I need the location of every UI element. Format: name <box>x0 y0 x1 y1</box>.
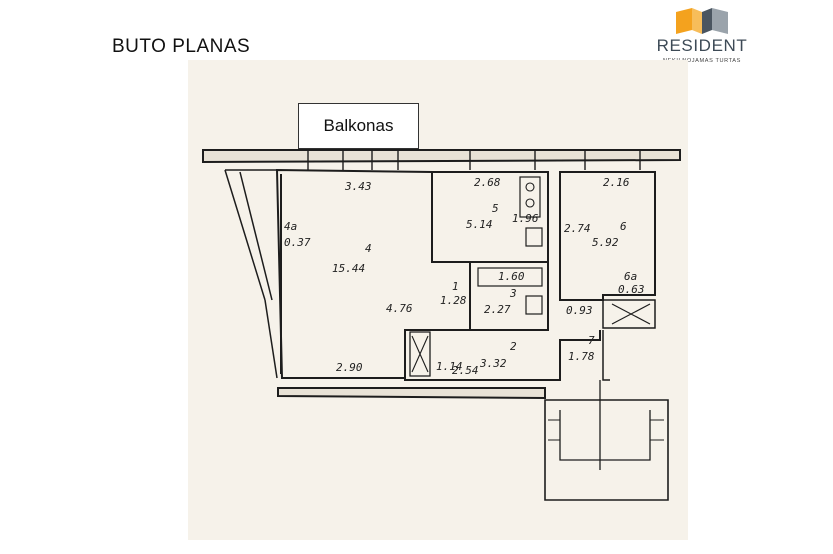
room-5-number: 5 <box>492 202 499 215</box>
dim-kitchen-depth: 1.96 <box>512 212 539 225</box>
dim-living-bottom: 2.90 <box>336 361 363 374</box>
room-2-area: 3.32 <box>479 357 507 370</box>
dim-living-depth: 4.76 <box>386 302 413 315</box>
room-4-area: 15.44 <box>332 262 365 275</box>
room-1-area: 1.28 <box>440 294 467 307</box>
logo-cube-icon <box>676 8 728 34</box>
room-6a-number: 6a <box>624 270 637 283</box>
logo-subtitle: NEKILNOJAMAS TURTAS <box>663 58 741 64</box>
dim-wc: 1.14 <box>436 360 463 373</box>
room-7-number: 7 <box>588 334 595 347</box>
room-3-number: 3 <box>509 287 517 300</box>
room-2-number: 2 <box>510 340 517 353</box>
room-5-area: 5.14 <box>466 218 493 231</box>
room-4a-number: 4a <box>284 220 297 233</box>
dim-living-width: 3.43 <box>344 180 372 193</box>
room-1-number: 1 <box>452 280 459 293</box>
dim-kitchen-width: 2.68 <box>474 176 501 189</box>
dim-corridor: 2.54 <box>452 364 479 377</box>
room-4-number: 4 <box>365 242 372 255</box>
dim-bedroom-width: 2.16 <box>603 176 630 189</box>
balcony-label: Balkonas <box>323 116 394 135</box>
room-6-number: 6 <box>620 220 627 233</box>
room-4a-area: 0.37 <box>284 236 311 249</box>
room-6-area: 5.92 <box>592 236 619 249</box>
dim-bath-width: 1.60 <box>498 270 525 283</box>
room-7-area: 1.78 <box>568 350 595 363</box>
balcony-label-box: Balkonas <box>298 103 419 149</box>
room-3-area: 2.27 <box>484 303 511 316</box>
room-6a-area: 0.63 <box>618 283 645 296</box>
dim-closet: 0.93 <box>566 304 593 317</box>
resident-logo: RESIDENT NEKILNOJAMAS TURTAS <box>652 6 752 70</box>
page-title: BUTO PLANAS <box>112 36 251 57</box>
dim-bedroom-depth: 2.74 <box>564 222 591 235</box>
logo-name: RESIDENT <box>656 36 748 55</box>
